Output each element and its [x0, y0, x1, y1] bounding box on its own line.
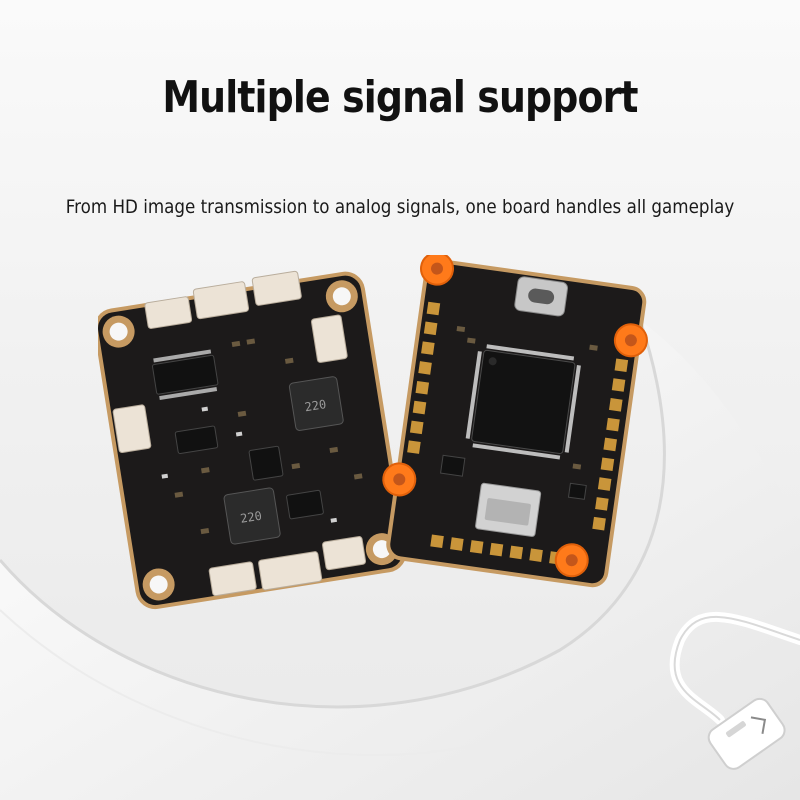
- flight-controller-board: [382, 255, 648, 588]
- svg-text:220: 220: [304, 397, 328, 414]
- esc-power-board: 220 220: [98, 270, 407, 610]
- svg-text:220: 220: [239, 509, 263, 526]
- subheadline: From HD image transmission to analog sig…: [65, 196, 735, 218]
- headline: Multiple signal support: [162, 72, 638, 123]
